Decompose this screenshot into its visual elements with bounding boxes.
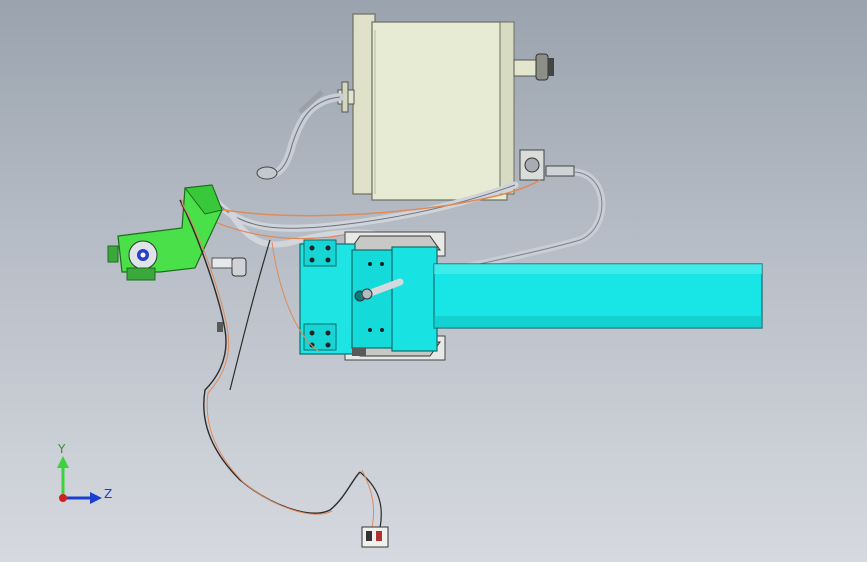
hydraulic-cylinder[interactable]	[299, 239, 763, 355]
electrical-connector[interactable]	[361, 526, 389, 548]
coordinate-triad	[57, 456, 102, 504]
triad-y-label: Y	[58, 442, 66, 456]
wiring-harness[interactable]	[179, 199, 382, 529]
pump-bracket[interactable]	[107, 184, 223, 281]
triad-z-label: Z	[104, 487, 113, 501]
oil-tank[interactable]	[337, 13, 575, 201]
